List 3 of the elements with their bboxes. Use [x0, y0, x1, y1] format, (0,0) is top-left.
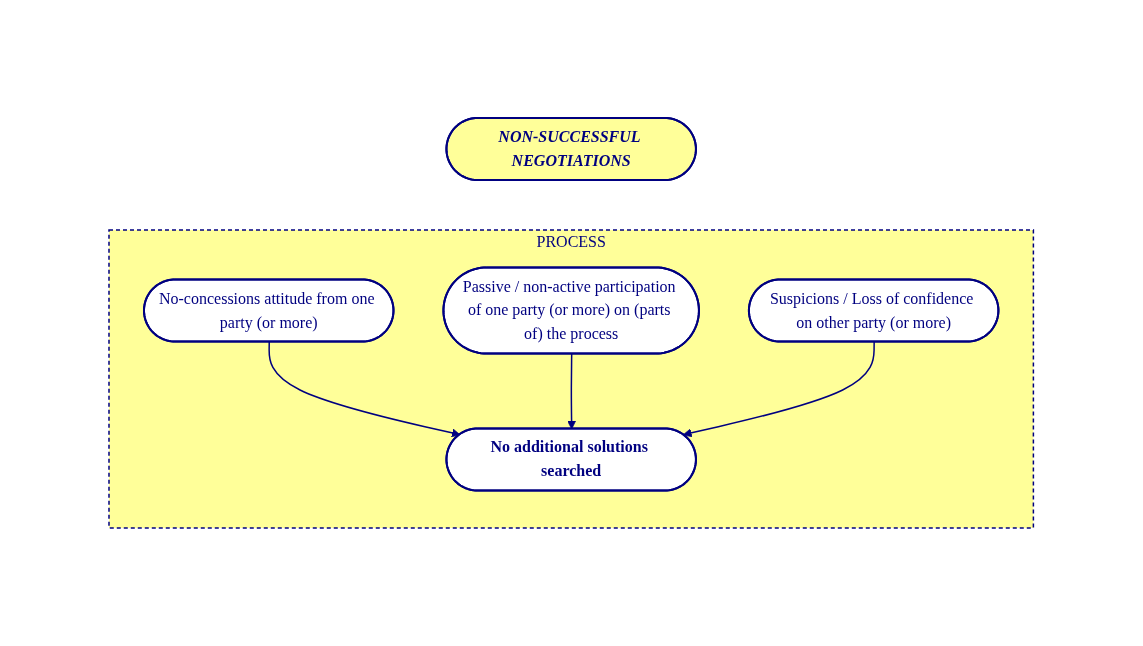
arrow: [567, 353, 577, 430]
arrow: [268, 341, 461, 438]
arrow: [683, 341, 876, 438]
